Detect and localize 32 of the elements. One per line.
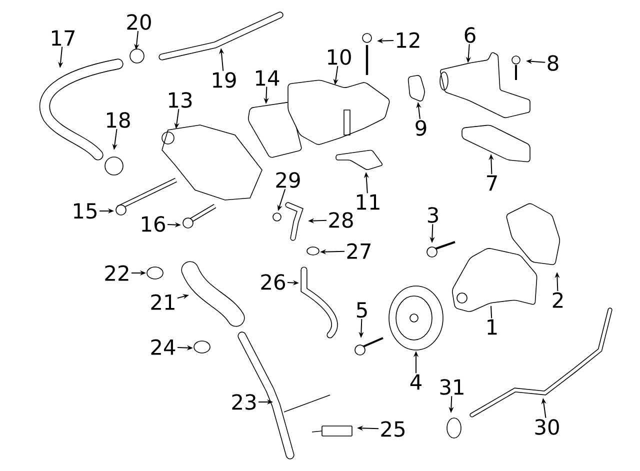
callout-number: 17: [52, 30, 75, 46]
callout-number: 22: [105, 265, 128, 281]
callout-number: 5: [356, 302, 367, 318]
callout-number: 14: [256, 70, 280, 86]
callout-number: 24: [151, 339, 176, 355]
callout-number: 26: [261, 274, 285, 290]
callout-number: 25: [381, 421, 404, 437]
callout-number: 20: [127, 14, 151, 30]
callout-number: 2: [552, 292, 563, 308]
callout-number: 1: [488, 319, 497, 335]
callout-number: 4: [410, 374, 422, 390]
callout-number: 16: [142, 216, 165, 232]
callout-number: 7: [487, 175, 497, 191]
callout-number: 8: [548, 55, 558, 71]
callout-number: 19: [213, 72, 236, 88]
callout-number: 29: [276, 172, 300, 188]
callout-number: 3: [428, 207, 438, 223]
callout-number: 10: [328, 49, 351, 65]
callout-number: 21: [151, 294, 174, 310]
callout-number: 18: [107, 112, 130, 128]
callout-number: 28: [329, 212, 353, 228]
callout-number: 27: [347, 243, 371, 259]
callout-number: 15: [74, 203, 96, 219]
callout-number: 6: [464, 27, 476, 43]
callout-number: 13: [169, 92, 192, 108]
callout-number: 11: [357, 194, 380, 210]
callout-number: 12: [397, 32, 420, 48]
callout-number: 9: [416, 120, 426, 136]
callout-number: 30: [535, 419, 559, 435]
callout-number: 31: [440, 379, 464, 395]
leader-line: [490, 306, 492, 319]
callout-number: 23: [232, 394, 256, 410]
